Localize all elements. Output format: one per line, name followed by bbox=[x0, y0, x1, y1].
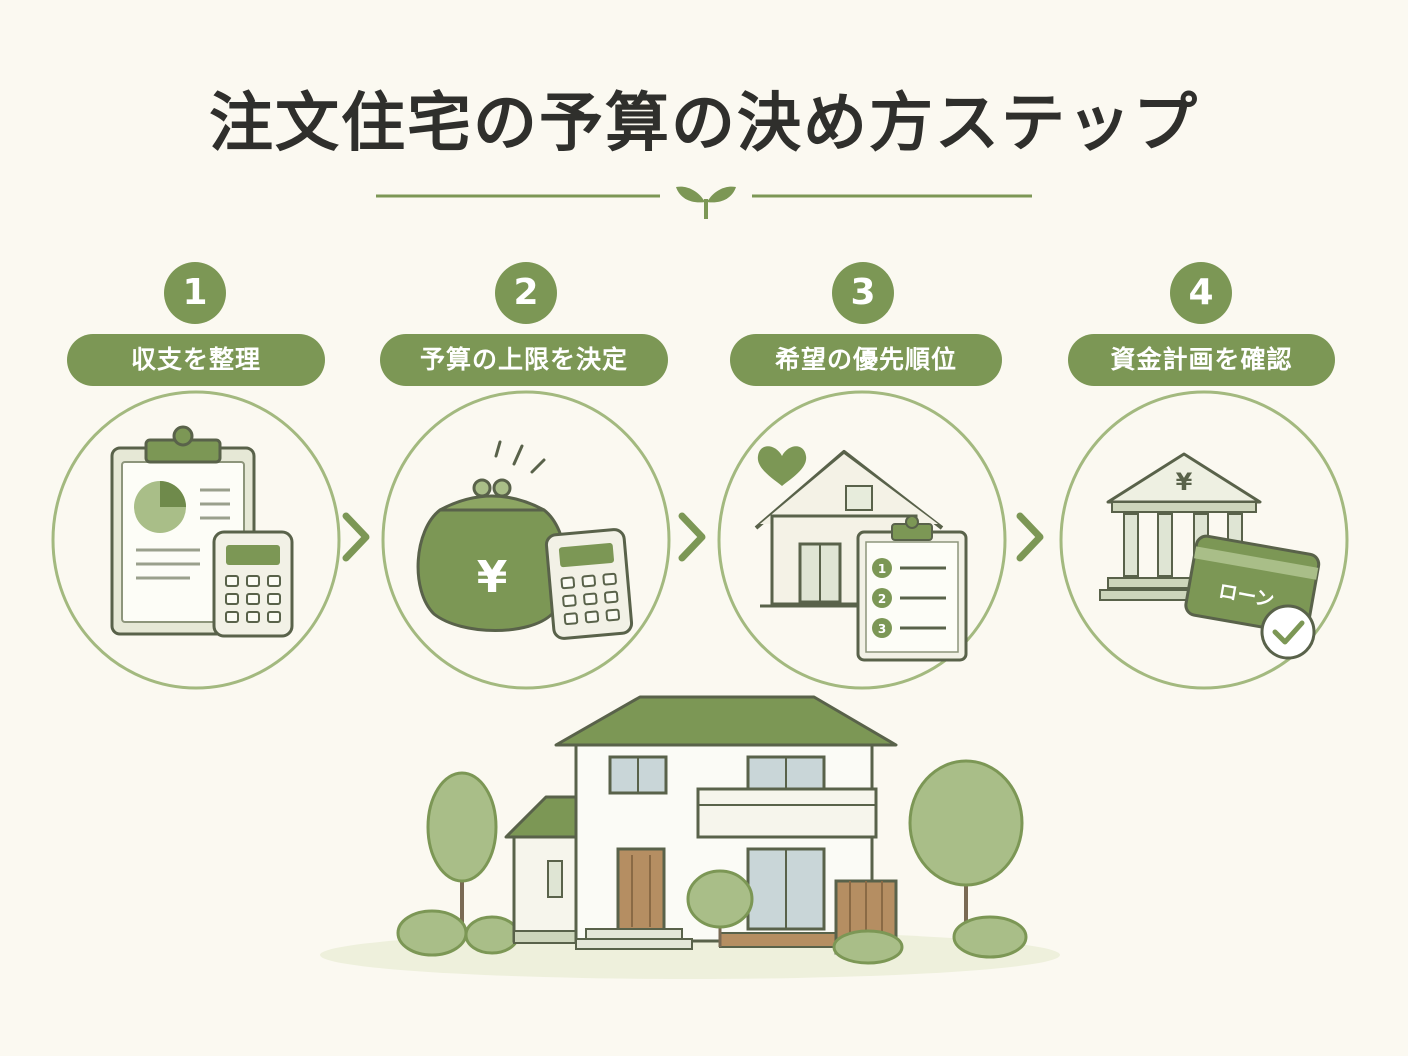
house-priority-list-icon: 1 2 3 bbox=[717, 390, 1007, 690]
step-4-number: 4 bbox=[1170, 262, 1232, 324]
priority-number-3: 3 bbox=[878, 622, 886, 636]
step-1-number: 1 bbox=[164, 262, 226, 324]
purse-yen-icon: ¥ bbox=[381, 390, 671, 690]
bank-yen-symbol: ¥ bbox=[1176, 468, 1193, 496]
page-title: 注文住宅の予算の決め方ステップ bbox=[209, 87, 1199, 161]
title-divider bbox=[376, 186, 1032, 219]
chevron-right-icon bbox=[1016, 512, 1044, 562]
clipboard-calculator-icon bbox=[51, 390, 341, 690]
step-2-label: 予算の上限を決定 bbox=[380, 334, 668, 386]
chevron-right-icon bbox=[678, 512, 706, 562]
bank-loan-icon: ¥ ローン bbox=[1059, 390, 1349, 690]
step-3-label: 希望の優先順位 bbox=[730, 334, 1002, 386]
sprout-icon bbox=[676, 186, 736, 219]
purse-yen-symbol: ¥ bbox=[477, 552, 508, 603]
chevron-right-icon bbox=[342, 512, 370, 562]
house-with-trees-icon bbox=[320, 695, 1060, 979]
step-3-number: 3 bbox=[832, 262, 894, 324]
step-1-label: 収支を整理 bbox=[67, 334, 325, 386]
step-2-number: 2 bbox=[495, 262, 557, 324]
priority-number-2: 2 bbox=[878, 592, 886, 606]
step-4-label: 資金計画を確認 bbox=[1068, 334, 1335, 386]
priority-number-1: 1 bbox=[878, 562, 886, 576]
